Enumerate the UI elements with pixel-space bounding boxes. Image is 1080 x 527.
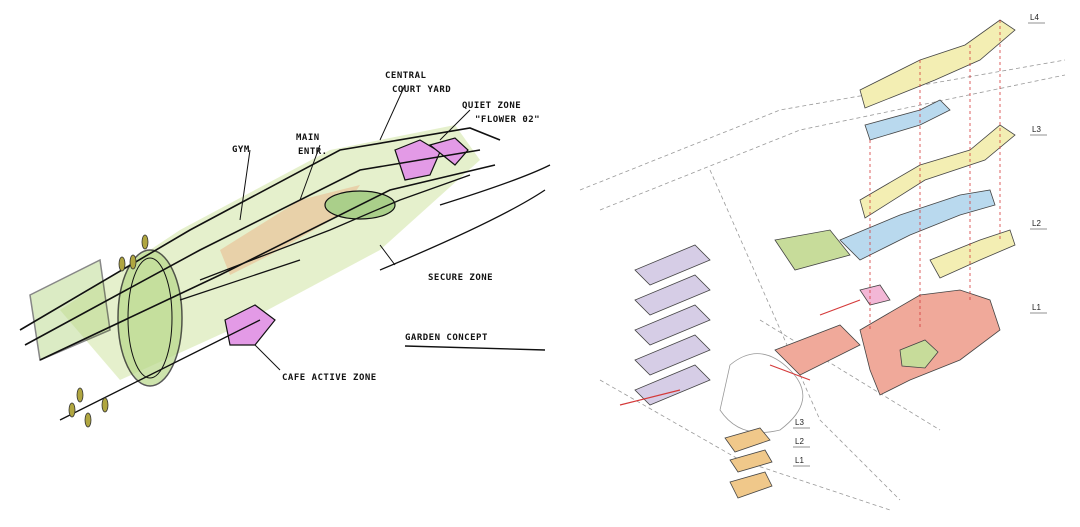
label-cafe-active-zone: CAFE ACTIVE ZONE [282, 373, 377, 383]
label-gym: GYM [232, 145, 250, 155]
tail-stroke [439, 164, 551, 206]
label-central: CENTRAL [385, 71, 427, 81]
label-quiet-zone: QUIET ZONE [462, 101, 521, 111]
l3-ribbon [859, 124, 1016, 219]
l3-blue [864, 99, 951, 141]
l1-salmon-1 [774, 324, 861, 376]
small-level-l1: L1 [795, 456, 804, 465]
lavender-stack [634, 244, 711, 406]
l2-ribbon [929, 229, 1016, 279]
label-garden-concept: GARDEN CONCEPT [405, 333, 488, 343]
label-main: MAIN [296, 133, 320, 143]
small-level-l2: L2 [795, 437, 804, 446]
orange-stack [724, 427, 773, 499]
edge-strokes [59, 174, 471, 421]
small-level-l3: L3 [795, 418, 804, 427]
tail-stroke-2 [379, 189, 546, 271]
level-l2: L2 [1032, 219, 1041, 228]
vertical-circulation [869, 20, 1001, 330]
leader-lines [239, 84, 471, 371]
axo-canvas: L4 L3 L2 L1 L3 L2 L1 [579, 13, 1066, 511]
site-loop [719, 353, 804, 433]
tree-markers [68, 234, 149, 428]
label-quiet-zone-2: "FLOWER 02" [475, 115, 540, 125]
level-l3: L3 [1032, 125, 1041, 134]
l1-green [899, 339, 939, 369]
site-lines [579, 59, 1066, 511]
axonometric-diagram: L4 L3 L2 L1 L3 L2 L1 [560, 0, 1080, 527]
sketch-canvas: CENTRAL COURT YARD QUIET ZONE "FLOWER 02… [19, 71, 551, 428]
green-ellipse [117, 249, 183, 387]
l2-green [774, 229, 851, 271]
level-l1: L1 [1032, 303, 1041, 312]
level-l4: L4 [1030, 13, 1039, 22]
magenta-pavilion-2 [428, 137, 469, 166]
label-central-2: COURT YARD [392, 85, 451, 95]
red-arrows [619, 299, 861, 406]
garden-concept-sketch: CENTRAL COURT YARD QUIET ZONE "FLOWER 02… [19, 71, 551, 428]
l1-salmon-2 [859, 289, 1001, 396]
l4-ribbon [859, 19, 1016, 109]
garden-underline [404, 345, 546, 351]
label-secure-zone: SECURE ZONE [428, 273, 493, 283]
l2-blue [839, 189, 996, 261]
label-main-2: ENTR. [298, 147, 328, 157]
pink-block [859, 284, 891, 306]
